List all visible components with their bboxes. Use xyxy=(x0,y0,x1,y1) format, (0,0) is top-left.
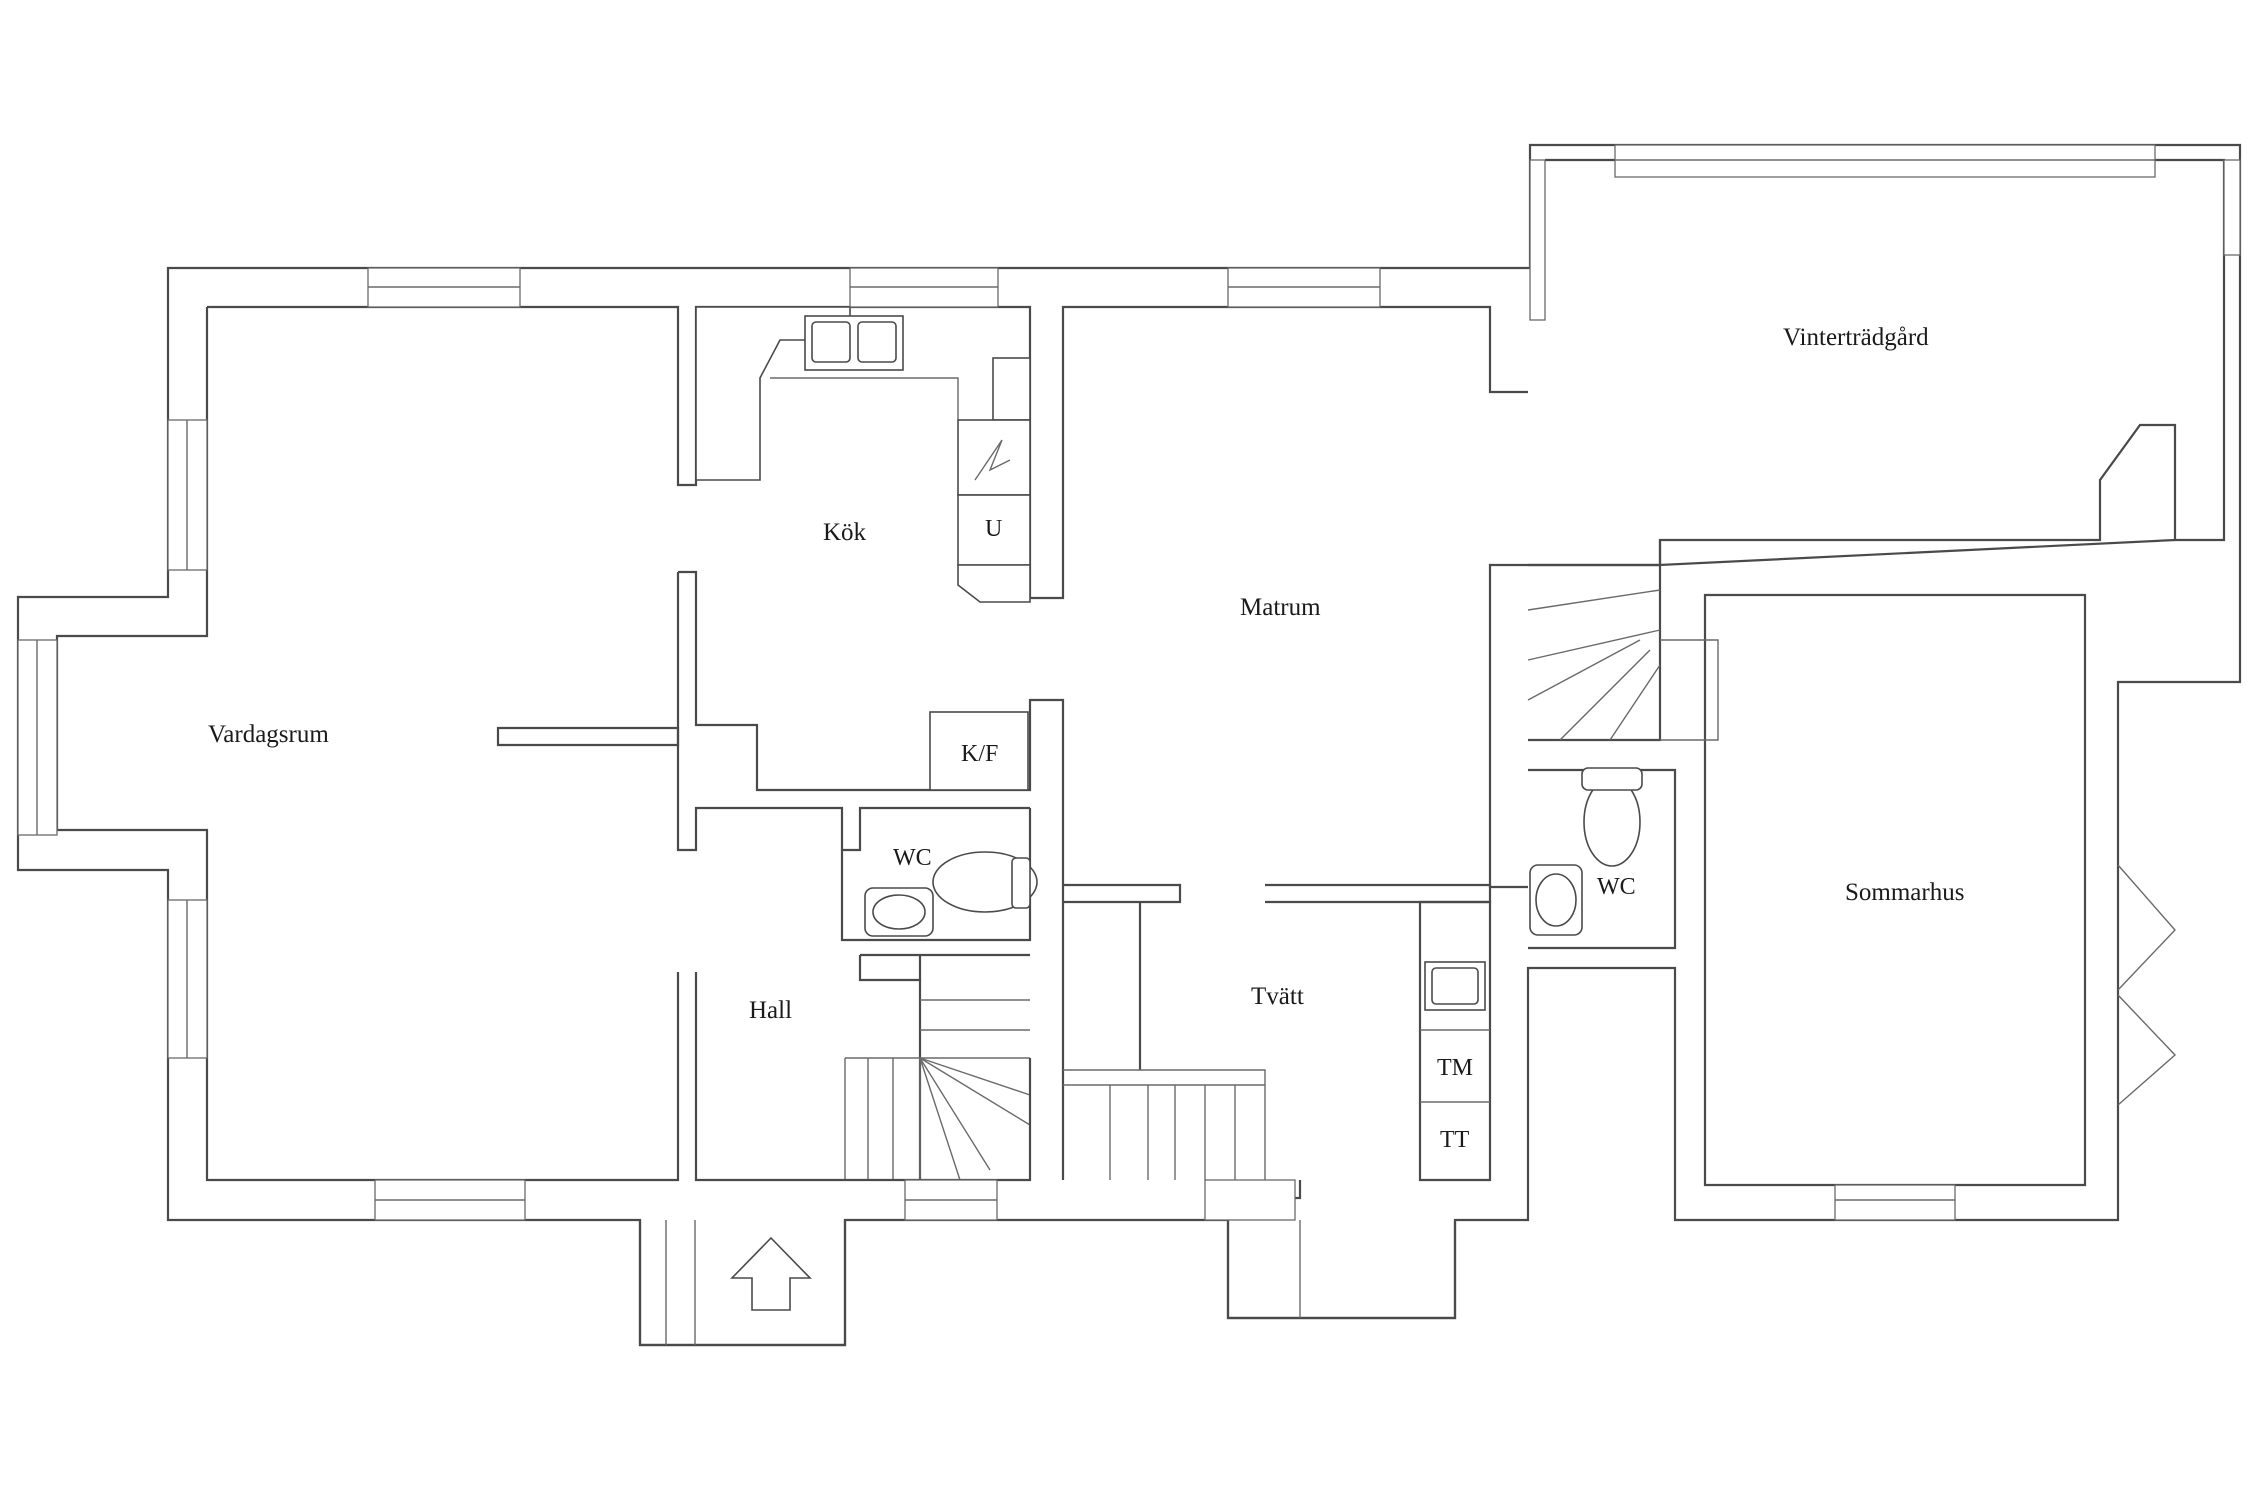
room-label-hall: Hall xyxy=(749,997,792,1024)
laundry-sink xyxy=(1424,961,1486,1011)
washbasin-icon xyxy=(864,887,934,937)
fixture-label-u: U xyxy=(985,516,1002,542)
windows xyxy=(17,144,2241,1221)
toilet-icon xyxy=(1581,767,1643,867)
wc-side-fixtures xyxy=(1529,767,1643,936)
toilet-icon xyxy=(932,851,1038,913)
fixture-label-tm: TM xyxy=(1437,1055,1473,1081)
room-label-vardagsrum: Vardagsrum xyxy=(208,721,329,748)
fixture-label-kf: K/F xyxy=(961,741,998,767)
entrance-arrow-icon xyxy=(730,1236,812,1311)
interior-walls xyxy=(496,563,2177,1200)
kitchen-fixtures xyxy=(695,306,1031,791)
wc-main-fixtures xyxy=(864,851,1038,937)
room-label-vintertradgard: Vinterträdgård xyxy=(1783,324,1929,351)
room-label-kok: Kök xyxy=(823,519,867,546)
room-label-tvatt: Tvätt xyxy=(1251,983,1304,1010)
room-label-sommarhus: Sommarhus xyxy=(1845,879,1964,906)
sink-icon xyxy=(804,315,904,371)
washbasin-icon xyxy=(1529,864,1583,936)
fixture-label-tt: TT xyxy=(1440,1127,1470,1153)
stove-icon xyxy=(957,419,1031,496)
room-label-wc-main: WC xyxy=(893,845,932,871)
room-label-wc-side: WC xyxy=(1597,874,1636,900)
room-label-matrum: Matrum xyxy=(1240,594,1321,621)
